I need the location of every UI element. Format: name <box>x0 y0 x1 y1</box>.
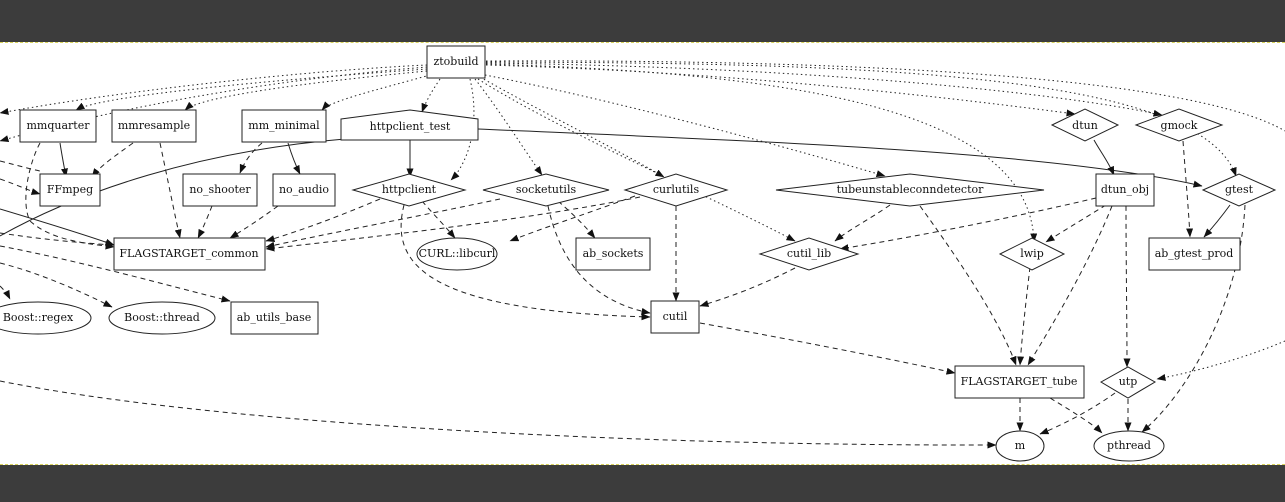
node-label: FLAGSTARGET_tube <box>961 375 1078 388</box>
top-toolbar-area <box>0 0 1285 42</box>
node-label: cutil_lib <box>787 247 831 260</box>
node-no-audio[interactable]: no_audio <box>272 173 336 207</box>
node-gmock[interactable]: gmock <box>1134 108 1224 142</box>
dependency-graph-canvas[interactable]: ztobuild mmquarter mmresample mm_minimal… <box>0 42 1285 465</box>
node-ab-sockets[interactable]: ab_sockets <box>575 237 651 271</box>
node-ab-gtest-prod[interactable]: ab_gtest_prod <box>1148 237 1241 271</box>
node-label: FFmpeg <box>47 183 93 196</box>
node-label: pthread <box>1107 439 1151 452</box>
node-label: dtun_obj <box>1101 183 1149 196</box>
node-label: ab_utils_base <box>237 311 312 324</box>
node-tubeunstableconndetector[interactable]: tubeunstableconndetector <box>775 173 1045 207</box>
dashed-edges <box>0 140 1246 449</box>
node-curl-libcurl[interactable]: CURL::libcurl <box>416 237 498 271</box>
node-label: Boost::thread <box>124 311 200 324</box>
node-label: dtun <box>1072 119 1098 132</box>
node-label: no_shooter <box>189 183 251 196</box>
node-label: ab_sockets <box>583 247 644 260</box>
node-dtun-obj[interactable]: dtun_obj <box>1095 173 1155 207</box>
node-mmquarter[interactable]: mmquarter <box>19 109 97 143</box>
node-httpclient[interactable]: httpclient <box>351 173 467 207</box>
node-label: FLAGSTARGET_common <box>119 247 258 260</box>
node-label: m <box>1015 439 1026 452</box>
node-m[interactable]: m <box>995 430 1045 462</box>
node-pthread[interactable]: pthread <box>1093 430 1165 462</box>
node-label: cutil <box>663 310 688 323</box>
node-no-shooter[interactable]: no_shooter <box>182 173 258 207</box>
node-ffmpeg[interactable]: FFmpeg <box>39 173 101 207</box>
node-label: utp <box>1119 375 1138 388</box>
node-gtest[interactable]: gtest <box>1201 173 1277 207</box>
node-mmresample[interactable]: mmresample <box>111 109 197 143</box>
node-label: mmresample <box>118 119 190 132</box>
node-label: lwip <box>1020 247 1044 260</box>
node-label: httpclient_test <box>370 120 451 133</box>
node-label: tubeunstableconndetector <box>837 183 985 196</box>
node-utp[interactable]: utp <box>1099 366 1157 399</box>
node-flagstarget-tube[interactable]: FLAGSTARGET_tube <box>954 365 1085 399</box>
node-label: curlutils <box>653 183 700 196</box>
node-ab-utils-base[interactable]: ab_utils_base <box>230 301 319 335</box>
node-label: gmock <box>1161 119 1198 132</box>
node-label: httpclient <box>382 183 437 196</box>
node-boost-thread[interactable]: Boost::thread <box>108 301 216 335</box>
node-httpclient-test[interactable]: httpclient_test <box>340 109 479 141</box>
dependency-graph: ztobuild mmquarter mmresample mm_minimal… <box>0 45 1285 462</box>
node-label: mm_minimal <box>248 119 320 132</box>
node-boost-regex[interactable]: Boost::regex <box>0 301 92 335</box>
node-label: CURL::libcurl <box>419 247 496 260</box>
node-mm-minimal[interactable]: mm_minimal <box>241 109 327 143</box>
node-cutil[interactable]: cutil <box>650 300 700 334</box>
bottom-status-area <box>0 465 1285 502</box>
node-socketutils[interactable]: socketutils <box>482 173 610 207</box>
node-label: socketutils <box>516 183 577 196</box>
node-label: ab_gtest_prod <box>1155 247 1234 260</box>
node-label: gtest <box>1225 183 1254 196</box>
node-ztobuild[interactable]: ztobuild <box>426 45 486 79</box>
node-label: no_audio <box>279 183 329 196</box>
node-label: Boost::regex <box>3 311 74 324</box>
node-label: mmquarter <box>27 119 91 132</box>
node-flagstarget-common[interactable]: FLAGSTARGET_common <box>113 237 266 271</box>
node-curlutils[interactable]: curlutils <box>623 173 729 207</box>
node-lwip[interactable]: lwip <box>998 237 1066 271</box>
node-cutil-lib[interactable]: cutil_lib <box>758 237 860 271</box>
node-label: ztobuild <box>433 55 478 68</box>
node-dtun[interactable]: dtun <box>1050 108 1120 142</box>
